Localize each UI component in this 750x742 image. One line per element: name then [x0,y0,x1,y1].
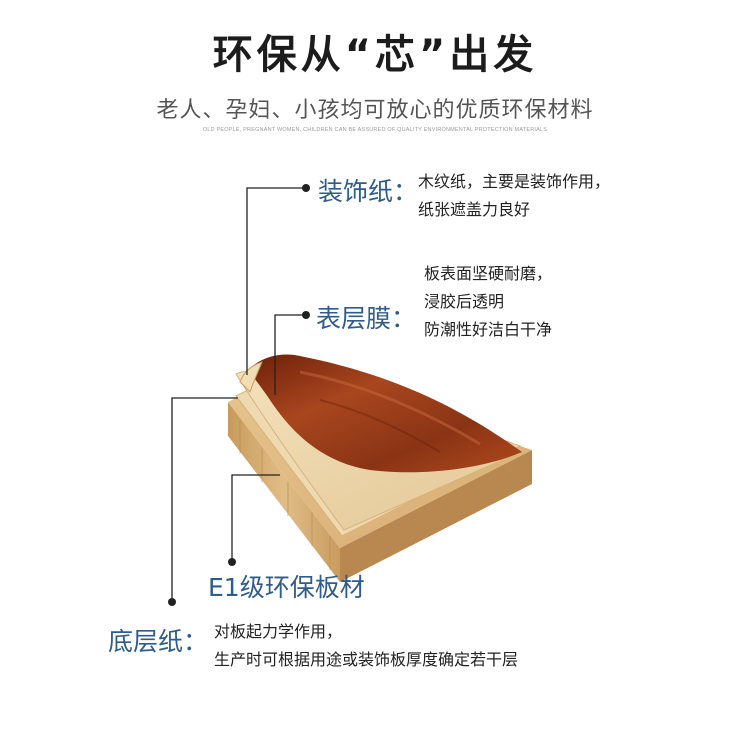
board-grain-lines [239,420,331,570]
decor-paper-description: 木纹纸，主要是装饰作用， 纸张遮盖力良好 [418,168,610,224]
surface-film-desc-line-1: 板表面坚硬耐磨， [424,264,553,283]
page-subtitle: 老人、孕妇、小孩均可放心的优质环保材料 [156,98,594,123]
veneer-curl-edge [239,361,263,393]
page-subtitle-english: OLD PEOPLE, PREGNANT WOMEN, CHILDREN CAN… [202,127,548,133]
surface-film-desc-line-3: 防潮性好洁白干净 [424,320,553,339]
decor-paper-label: 装饰纸： [318,177,419,206]
surface-film-desc-line-2: 浸胶后透明 [424,292,505,311]
board-label: E1级环保板材 [208,573,365,602]
page-title: 环保从“芯”出发 [212,32,538,78]
surface-film-label: 表层膜： [316,304,417,333]
leader-lines [171,187,306,602]
decor-paper-desc-line-2: 纸张遮盖力良好 [418,200,531,219]
base-paper-description: 对板起力学作用， 生产时可根据用途或装饰板厚度确定若干层 [214,618,518,674]
base-paper-desc-line-2: 生产时可根据用途或装饰板厚度确定若干层 [214,650,519,669]
decor-paper-veneer [248,354,522,473]
leader-dots [168,184,310,606]
veneer-highlight [299,370,481,446]
base-paper-label: 底层纸： [108,627,209,656]
board-side-face [340,450,532,582]
decor-paper-desc-line-1: 木纹纸，主要是装饰作用， [418,172,611,191]
veneer-grain [319,399,441,453]
base-paper-desc-line-1: 对板起力学作用， [214,622,343,641]
surface-film-description: 板表面坚硬耐磨， 浸胶后透明 防潮性好洁白干净 [424,260,552,344]
